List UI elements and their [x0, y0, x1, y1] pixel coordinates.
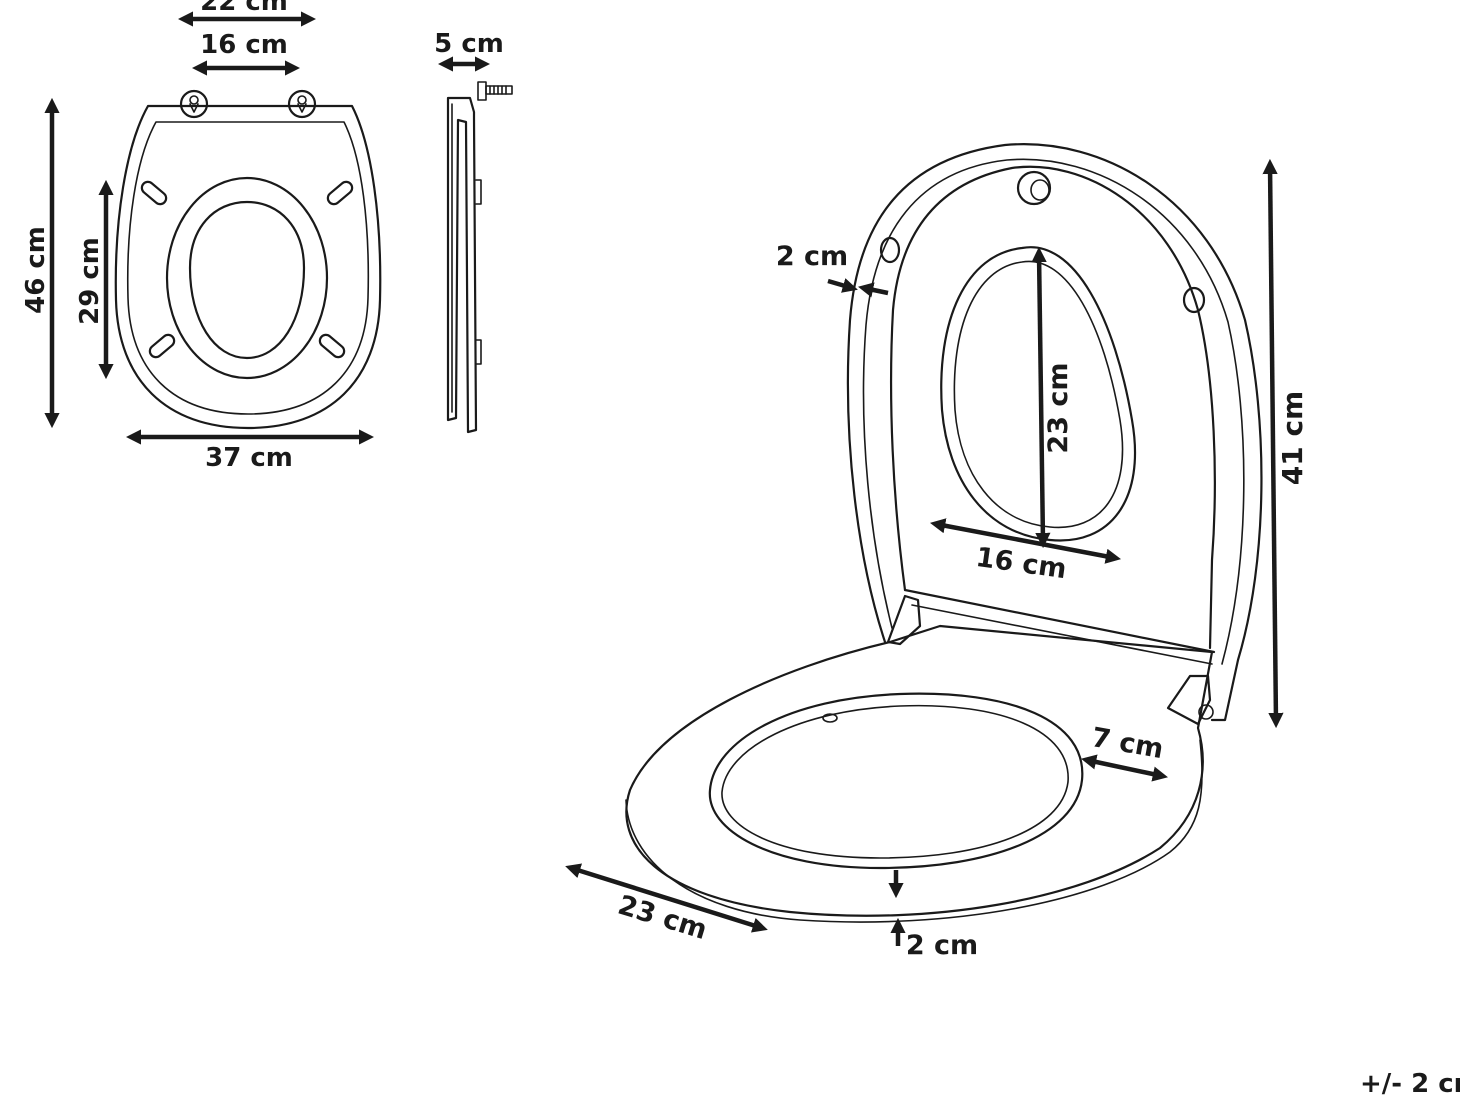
hinge-right [1166, 674, 1212, 726]
label-tolerance: +/- 2 cm [1360, 1069, 1460, 1095]
side-hinge-bolt [477, 81, 513, 101]
dim-arrow-child-opening-height [1031, 246, 1051, 549]
front-child-opening [188, 200, 306, 360]
label-front-width-top: 22 cm [200, 0, 288, 17]
label-child-opening-height: 23 cm [1043, 362, 1074, 453]
hinge-pin-right [1198, 704, 1214, 720]
hinge-left [886, 594, 922, 646]
dim-arrow-lid-rim-left [827, 278, 858, 293]
label-ring-width: 7 cm [1089, 722, 1166, 765]
dim-arrow-lid-rim-right [858, 282, 889, 298]
perspective-view: 2 cm 23 cm 16 cm 41 cm 7 cm 23 cm 2 cm [565, 143, 1309, 961]
label-front-inner-height: 29 cm [75, 237, 105, 325]
dim-arrow-ring-width [1081, 754, 1168, 782]
seat-bumper [822, 713, 838, 723]
front-view: 22 cm 16 cm 46 cm 29 cm 37 cm [21, 0, 382, 473]
lid-bottom-edge-inner [911, 604, 1213, 665]
lid-holes [879, 170, 1206, 314]
front-hinge-right [287, 89, 317, 119]
side-lid-profile [446, 96, 478, 434]
lid-rim-line [862, 158, 1245, 665]
label-side-thickness: 5 cm [434, 29, 504, 59]
side-bumper-bottom [475, 339, 482, 365]
front-seat-outline [114, 104, 382, 430]
lid-outer-outline [846, 143, 1263, 722]
dim-arrow-lid-height [1262, 158, 1284, 729]
seat-opening-outer [708, 692, 1084, 870]
dim-arrow-child-opening-width [929, 518, 1122, 564]
label-lid-height: 41 cm [1276, 391, 1309, 486]
front-bumper-tl [140, 180, 168, 206]
label-front-width: 37 cm [205, 443, 293, 473]
dim-arrow-seat-depth [565, 863, 768, 933]
front-child-ring-outer [165, 176, 329, 380]
front-hinge-left [179, 89, 209, 119]
front-bumper-tr [326, 180, 354, 206]
lid-inner-panel [889, 165, 1216, 650]
label-seat-rim: 2 cm [906, 930, 978, 961]
label-front-hinge-spacing: 16 cm [200, 30, 288, 60]
label-lid-rim: 2 cm [776, 241, 848, 272]
side-view: 5 cm [434, 29, 513, 434]
front-bumper-br [318, 333, 346, 359]
lid-bottom-edge [903, 588, 1216, 654]
label-front-height: 46 cm [21, 226, 51, 314]
seat-opening-inner [721, 704, 1069, 859]
front-bumper-bl [148, 333, 176, 359]
front-seat-inner-outline [126, 121, 370, 415]
seat-outer-outline [625, 624, 1214, 917]
side-bumper-top [475, 179, 482, 205]
